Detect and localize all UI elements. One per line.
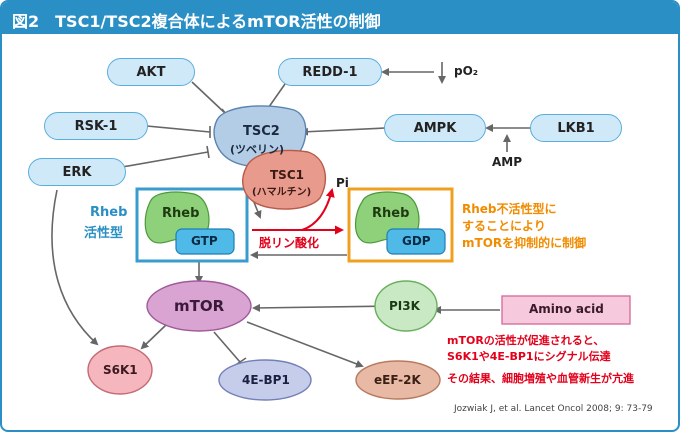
erk-to-s6k1-curve (51, 189, 99, 346)
tsc2-sub-label: (ツベリン) (230, 143, 285, 156)
po2-label: pO₂ (454, 64, 479, 78)
ampk-to-tsc2-line (300, 127, 386, 136)
rheb-active-label: Rheb (162, 206, 200, 221)
rheb-inactive-label: Rheb (372, 206, 410, 221)
tsc1-shape (242, 149, 327, 210)
mtor-to-eef2k-line (246, 321, 364, 368)
pi3k-to-mtor-line (252, 303, 398, 312)
pi3k-ellipse (374, 280, 438, 332)
eef2k-ellipse (355, 360, 441, 400)
pi3k-label: PI3K (389, 299, 420, 313)
akt-inhibit-line (191, 81, 227, 115)
akt-label: AKT (136, 64, 166, 80)
rsk1-node: RSK-1 (44, 112, 148, 140)
amino-acid-label: Amino acid (529, 302, 604, 316)
pi-label: Pi (336, 176, 349, 190)
title-bar: 図2 TSC1/TSC2複合体によるmTOR活性の制御 (2, 2, 678, 34)
akt-node: AKT (107, 58, 195, 86)
ampk-node: AMPK (384, 114, 486, 142)
ampk-label: AMPK (413, 120, 457, 136)
amp-label: AMP (492, 155, 523, 169)
erk-inhibit-line (121, 151, 209, 168)
rheb-active-name: Rheb (90, 205, 128, 220)
gtp-label: GTP (191, 234, 218, 248)
tsc2-label: TSC2 (243, 124, 280, 139)
rsk1-label: RSK-1 (74, 118, 118, 134)
s6k1-ellipse (87, 345, 153, 395)
amino-acid-box (501, 295, 631, 325)
tsc1-label: TSC1 (270, 168, 304, 182)
erk-node: ERK (28, 158, 126, 186)
gdp-label: GDP (402, 234, 431, 248)
s6k1-label: S6K1 (103, 363, 138, 377)
rsk1-inhibit-line (146, 125, 211, 133)
mtor-to-s6k1-line (140, 323, 168, 350)
4ebp1-ellipse (218, 359, 312, 401)
outcome-note-2: S6K1や4E-BP1にシグナル伝達 (447, 350, 611, 363)
citation: Jozwiak J, et al. Lancet Oncol 2008; 9: … (454, 404, 653, 414)
eef2k-label: eEF-2K (374, 373, 421, 387)
redd1-node: REDD-1 (278, 58, 382, 86)
dephospho-label: 脱リン酸化 (259, 236, 320, 250)
mtor-inhibit-4ebp1 (213, 331, 241, 363)
lkb1-label: LKB1 (557, 120, 595, 136)
rheb-active-state: 活性型 (84, 226, 124, 241)
outcome-note-1: mTORの活性が促進されると、 (447, 334, 605, 347)
gtp-box (175, 228, 235, 255)
figure-title: 図2 TSC1/TSC2複合体によるmTOR活性の制御 (12, 12, 381, 31)
outcome-note-3: その結果、細胞増殖や血管新生が亢進 (447, 372, 634, 385)
pi-release-arrow (301, 188, 335, 231)
redd1-label: REDD-1 (302, 64, 358, 80)
lkb1-node: LKB1 (530, 114, 622, 142)
erk-label: ERK (62, 164, 92, 180)
gdp-box (386, 228, 446, 255)
rheb-inactive-note-3: mTORを抑制的に制御 (462, 236, 587, 250)
rheb-inactive-note-2: することにより (462, 219, 546, 233)
tsc1-sub-label: (ハマルチン) (252, 187, 312, 198)
4ebp1-label: 4E-BP1 (242, 373, 290, 387)
erk-inhibit-bar (206, 145, 210, 159)
rheb-inactive-note-1: Rheb不活性型に (462, 202, 557, 216)
mtor-label: mTOR (174, 297, 225, 315)
mtor-ellipse (146, 280, 252, 332)
